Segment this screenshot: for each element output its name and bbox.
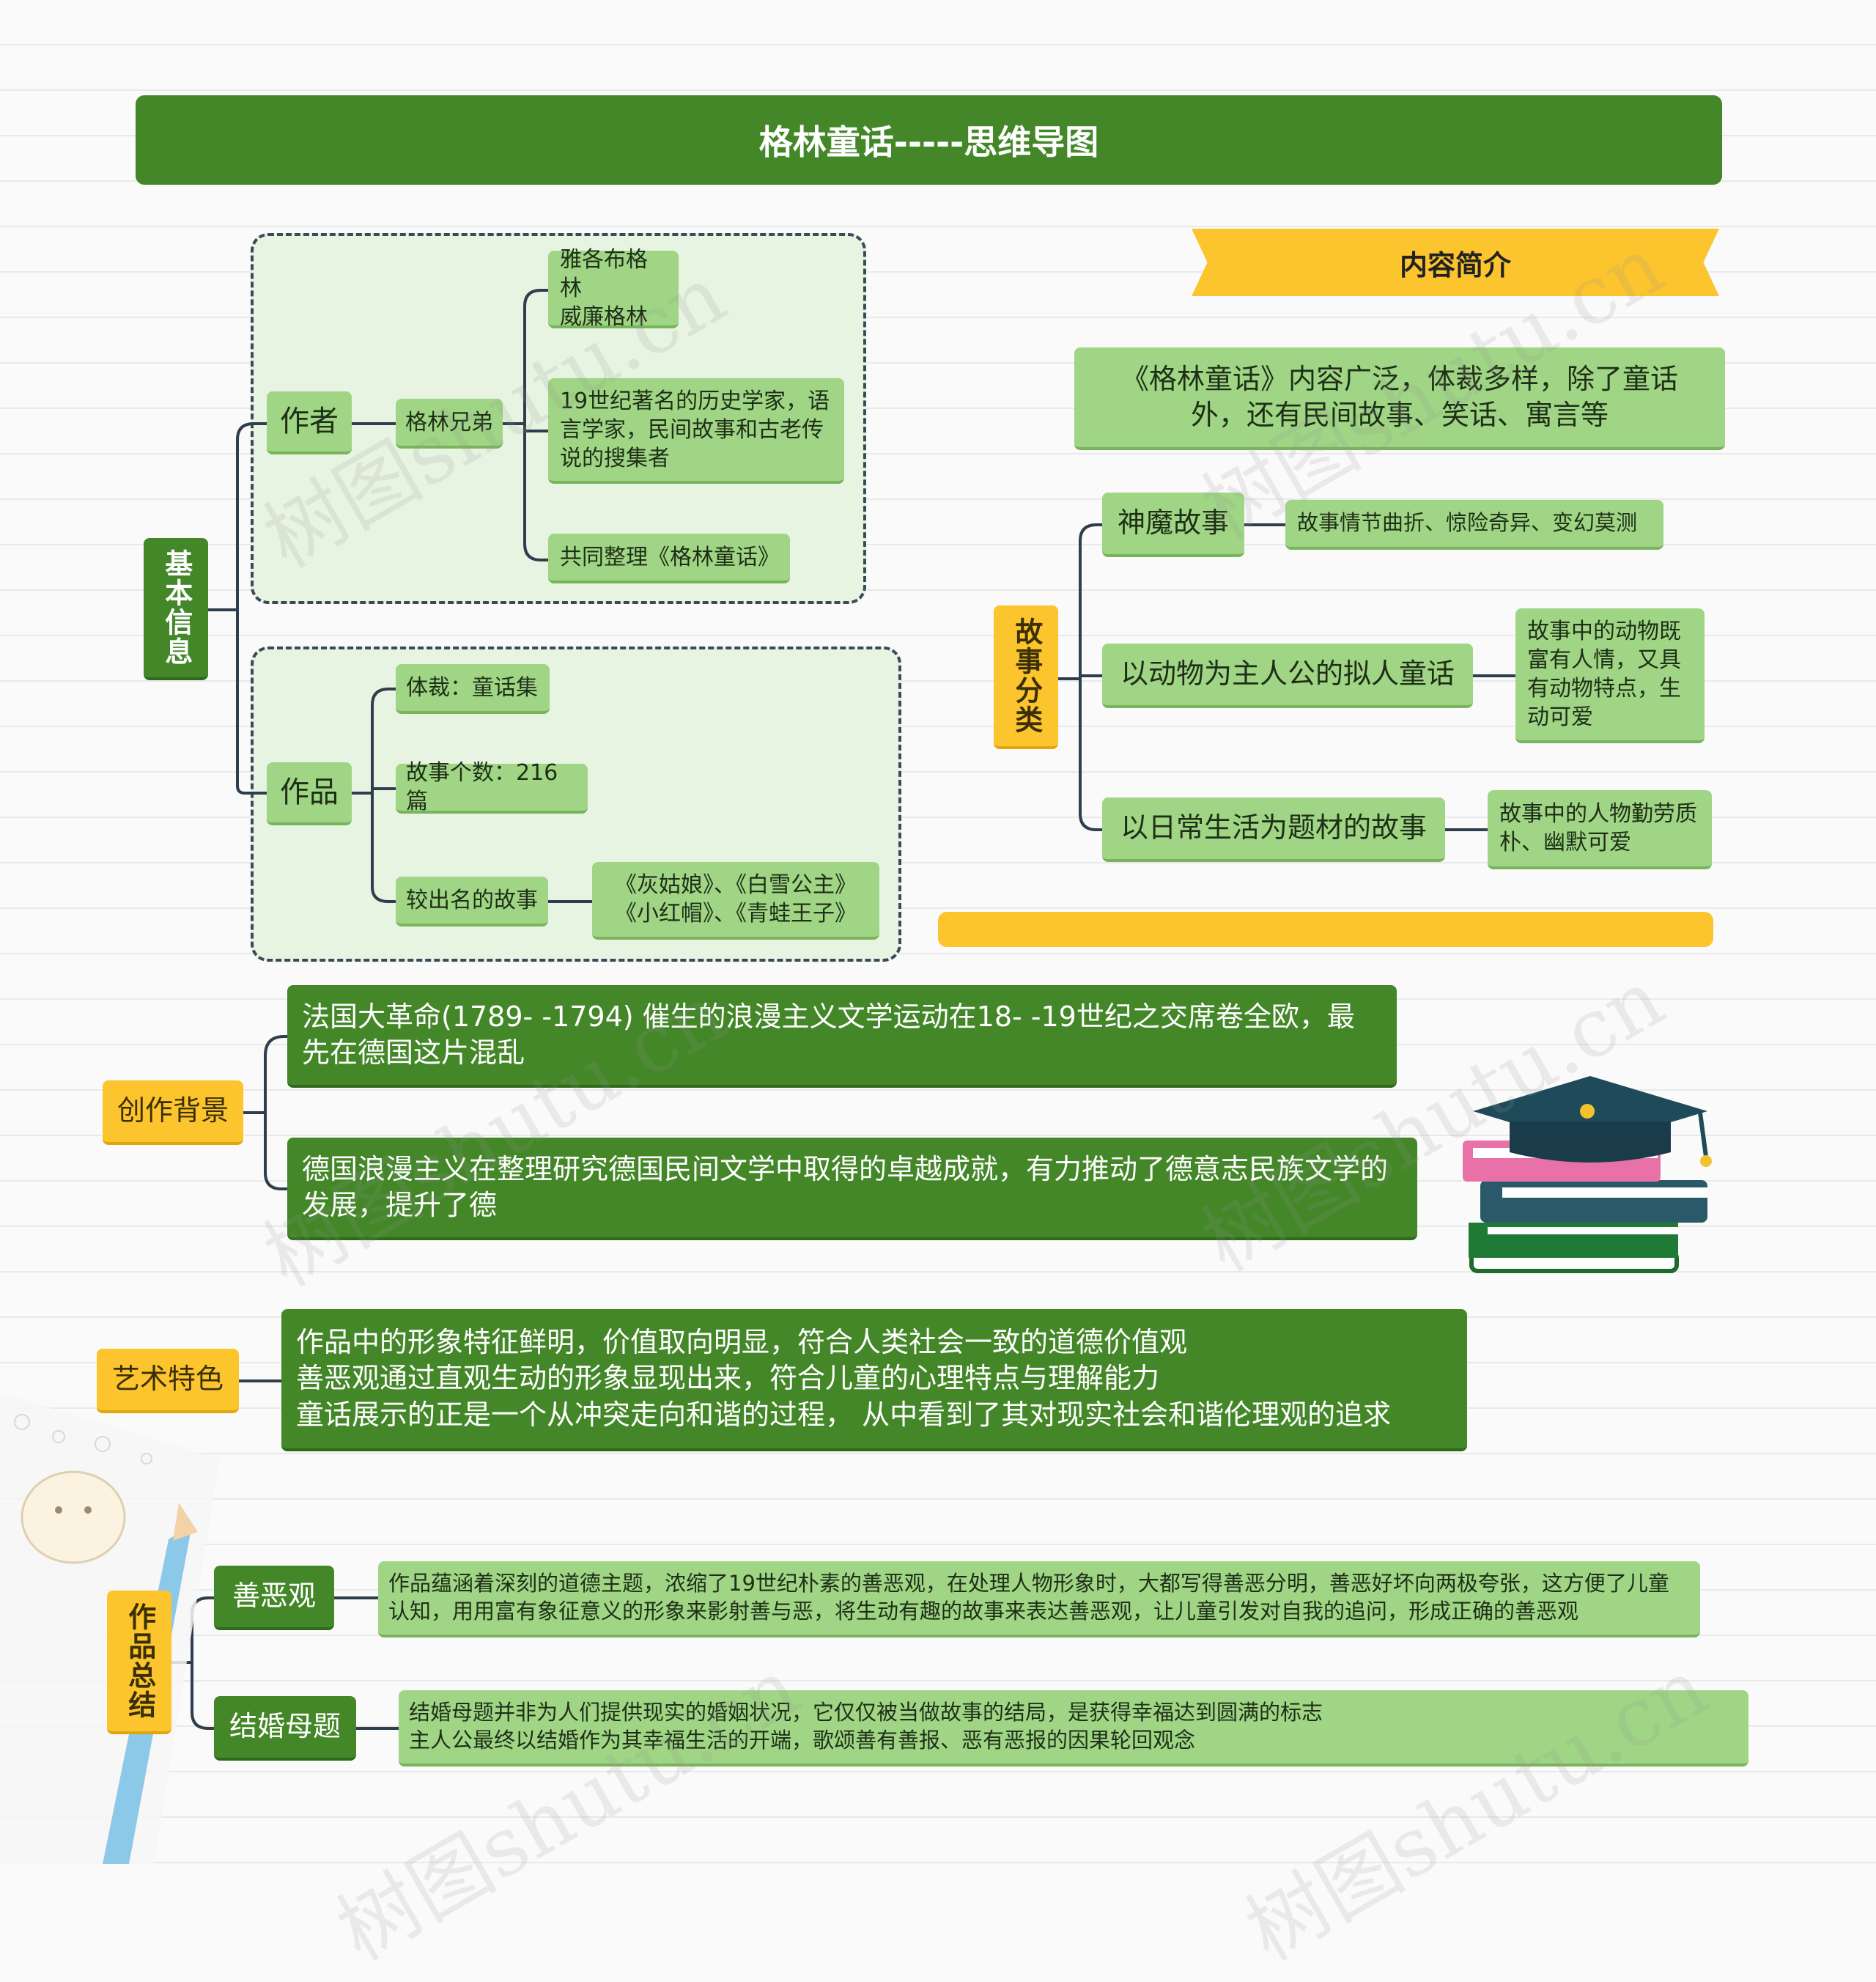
page-title: 格林童话-----思维导图 [136,95,1722,185]
node-story-type-3[interactable]: 以日常生活为题材的故事 [1102,797,1445,862]
node-compiled[interactable]: 共同整理《格林童话》 [548,534,790,583]
node-art-features[interactable]: 艺术特色 [97,1349,239,1413]
node-basic-info[interactable]: 基本信息 [144,538,208,680]
node-art-text[interactable]: 作品中的形象特征鲜明，价值取向明显，符合人类社会一致的道德价值观 善恶观通过直观… [281,1309,1467,1451]
node-background-2[interactable]: 德国浪漫主义在整理研究德国民间文学中取得的卓越成就，有力推动了德意志民族文学的发… [287,1138,1417,1240]
node-story-type-1[interactable]: 神魔故事 [1102,493,1244,557]
node-marriage-desc[interactable]: 结婚母题并非为人们提供现实的婚姻状况，它仅仅被当做故事的结局，是获得幸福达到圆满… [399,1690,1748,1767]
node-famous-label[interactable]: 较出名的故事 [396,877,548,926]
node-famous-stories[interactable]: 《灰姑娘》、《白雪公主》 《小红帽》、《青蛙王子》 [592,862,879,940]
node-story-type-2-desc[interactable]: 故事中的动物既富有人情，又具有动物特点，生动可爱 [1515,608,1705,743]
node-content-summary[interactable]: 《格林童话》内容广泛，体裁多样，除了童话外，还有民间故事、笑话、寓言等 [1074,347,1725,450]
divider-bar [938,912,1713,947]
node-marriage-motif[interactable]: 结婚母题 [214,1696,356,1761]
node-brothers-names[interactable]: 雅各布格林 威廉格林 [548,251,679,328]
node-author-description[interactable]: 19世纪著名的历史学家，语言学家，民间故事和古老传说的搜集者 [548,378,844,484]
node-author[interactable]: 作者 [267,391,352,454]
node-story-count[interactable]: 故事个数：216篇 [396,764,588,814]
node-summary[interactable]: 作品总结 [107,1591,171,1734]
node-grimm-brothers[interactable]: 格林兄弟 [396,399,503,449]
node-genre[interactable]: 体裁：童话集 [396,664,550,714]
node-works[interactable]: 作品 [267,762,352,825]
content-intro-ribbon: 内容简介 [1192,229,1719,296]
node-story-type-3-desc[interactable]: 故事中的人物勤劳质朴、幽默可爱 [1488,790,1712,869]
node-background[interactable]: 创作背景 [103,1080,243,1145]
graduation-cap-books-icon [1458,1070,1722,1290]
node-background-1[interactable]: 法国大革命(1789- -1794) 催生的浪漫主义文学运动在18- -19世纪… [287,985,1397,1088]
node-story-type-1-desc[interactable]: 故事情节曲折、惊险奇异、变幻莫测 [1285,500,1663,550]
node-good-evil[interactable]: 善恶观 [214,1566,334,1630]
node-good-evil-desc[interactable]: 作品蕴涵着深刻的道德主题，浓缩了19世纪朴素的善恶观，在处理人物形象时，大都写得… [378,1561,1700,1637]
node-story-types[interactable]: 故事分类 [994,605,1058,749]
node-story-type-2[interactable]: 以动物为主人公的拟人童话 [1102,644,1473,708]
